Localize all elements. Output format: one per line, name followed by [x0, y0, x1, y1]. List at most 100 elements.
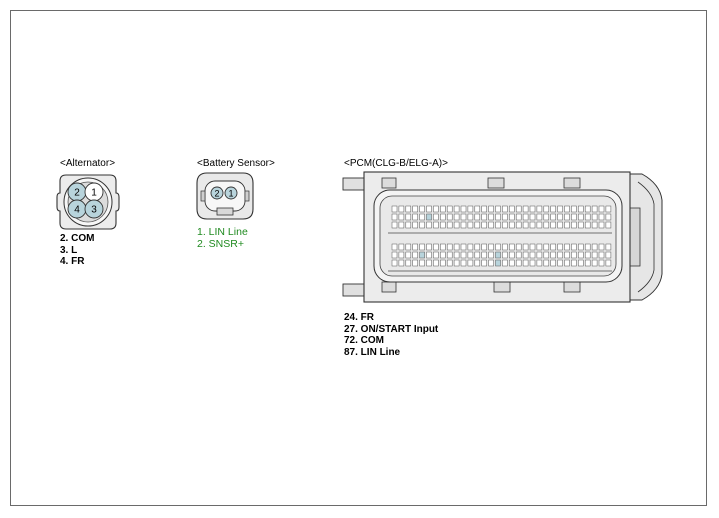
pcm-pin-cavity [522, 221, 529, 229]
pcm-pin-cavity [474, 221, 481, 229]
pcm-pin-cavity [433, 205, 439, 213]
pcm-pin-cavity [426, 205, 432, 213]
pcm-pin-cavity [419, 251, 425, 259]
pcm-pin-cavity [467, 251, 474, 259]
pcm-pin-cavity [543, 259, 550, 267]
pcm-pin-cavity [529, 221, 536, 229]
pcm-pin-cavity [509, 221, 515, 229]
pcm-pin-cavity [578, 259, 584, 267]
pcm-pin-cavity [481, 205, 487, 213]
pcm-pin-cavity [509, 243, 515, 251]
pcm-pin-cavity [440, 205, 446, 213]
pcm-pin-cavity [591, 205, 598, 213]
pcm-pin-cavity [460, 259, 467, 267]
pcm-pin-cavity [495, 251, 501, 259]
pcm-pin-cavity [440, 259, 446, 267]
pcm-pin-cavity [391, 221, 398, 229]
pcm-pin-cavity [522, 205, 529, 213]
pcm-pin-cavity [509, 259, 515, 267]
pcm-pin-cavity [571, 251, 577, 259]
pcm-pin-cavity [515, 251, 522, 259]
alternator-pin-3 [84, 199, 104, 219]
pcm-pin-cavity [557, 259, 563, 267]
pcm-pin-cavity [433, 243, 439, 251]
pcm-pin-cavity [405, 251, 412, 259]
pcm-pin-cavity [502, 259, 508, 267]
pcm-pin-cavity [474, 213, 481, 221]
pcm-pin-cavity [509, 213, 515, 221]
pcm-pin-cavity [536, 259, 543, 267]
pcm-pin-cavity [598, 251, 605, 259]
pcm-pin-cavity [495, 205, 501, 213]
pcm-pin-cavity [529, 243, 536, 251]
alternator-pin-list: 2. COM 3. L 4. FR [60, 233, 94, 268]
pcm-pin-cavity [481, 213, 487, 221]
pcm-pin-cavity [543, 213, 550, 221]
pcm-pin-cavity [571, 221, 577, 229]
pcm-pin-cavity [460, 251, 467, 259]
pcm-pin-cavity [460, 213, 467, 221]
pcm-pin-cavity [509, 251, 515, 259]
pcm-pin-cavity [412, 251, 418, 259]
battery-sensor-pin-list: 1. LIN Line 2. SNSR+ [197, 226, 248, 250]
pcm-pin-cavity [433, 221, 439, 229]
pcm-pin-cavity [564, 259, 570, 267]
pcm-pin-cavity [398, 259, 405, 267]
pcm-pin-cavity [467, 259, 474, 267]
pcm-pin-cavity [543, 205, 550, 213]
battery-sensor-pin-2 [210, 186, 224, 200]
pcm-pin-cavity [453, 213, 460, 221]
pcm-pin-cavity [488, 221, 494, 229]
pcm-pin-cavity [584, 213, 591, 221]
pcm-pin-cavity [522, 251, 529, 259]
battery-sensor-pin-label: 1. LIN Line [197, 226, 248, 238]
pcm-pin-cavity [412, 243, 418, 251]
pcm-pin-cavity [578, 251, 584, 259]
pcm-pin-cavity [488, 243, 494, 251]
pcm-pin-cavity [571, 243, 577, 251]
pcm-pin-cavity [446, 221, 453, 229]
pcm-pin-cavity [522, 259, 529, 267]
pcm-pin-cavity [405, 221, 412, 229]
pcm-pin-cavity [412, 259, 418, 267]
pcm-pin-cavity [467, 213, 474, 221]
pcm-pin-cavity [488, 213, 494, 221]
pcm-pin-cavity [564, 213, 570, 221]
pcm-pin-cavity [446, 251, 453, 259]
pcm-pin-cavity [557, 213, 563, 221]
pcm-pin-cavity [481, 259, 487, 267]
pcm-pin-cavity [598, 221, 605, 229]
pcm-pin-cavity [557, 221, 563, 229]
pcm-pin-cavity [584, 205, 591, 213]
pcm-pin-cavity [605, 221, 612, 229]
svg-text:4: 4 [74, 205, 80, 216]
pcm-pin-cavity [571, 205, 577, 213]
pcm-pin-cavity [398, 205, 405, 213]
pcm-pin-cavity [522, 213, 529, 221]
pcm-pin-cavity [536, 251, 543, 259]
pcm-pin-cavity [578, 213, 584, 221]
pcm-pin-cavity [543, 243, 550, 251]
pcm-pin-cavity [474, 259, 481, 267]
pcm-pin-cavity [495, 213, 501, 221]
pcm-pin-cavity [571, 213, 577, 221]
pcm-pin-cavity [467, 221, 474, 229]
pcm-pin-cavity [550, 259, 556, 267]
pcm-pin-cavity [488, 251, 494, 259]
pcm-pin-cavity [536, 243, 543, 251]
pcm-pin-cavity [578, 243, 584, 251]
pcm-pin-cavity [564, 243, 570, 251]
battery-sensor-title: <Battery Sensor> [197, 158, 275, 169]
pcm-pin-cavity [481, 243, 487, 251]
pcm-pin-cavity [584, 221, 591, 229]
pcm-pin-cavity [446, 205, 453, 213]
pcm-pin-cavity [446, 243, 453, 251]
pcm-pin-cavity [419, 221, 425, 229]
pcm-pin-cavity [584, 251, 591, 259]
pcm-pin-cavity [419, 259, 425, 267]
pcm-pin-cavity [440, 213, 446, 221]
pcm-pin-cavity [488, 205, 494, 213]
pcm-pin-list: 24. FR 27. ON/START Input 72. COM 87. LI… [344, 312, 438, 358]
alternator-title: <Alternator> [60, 158, 116, 169]
pcm-pin-cavity [426, 221, 432, 229]
